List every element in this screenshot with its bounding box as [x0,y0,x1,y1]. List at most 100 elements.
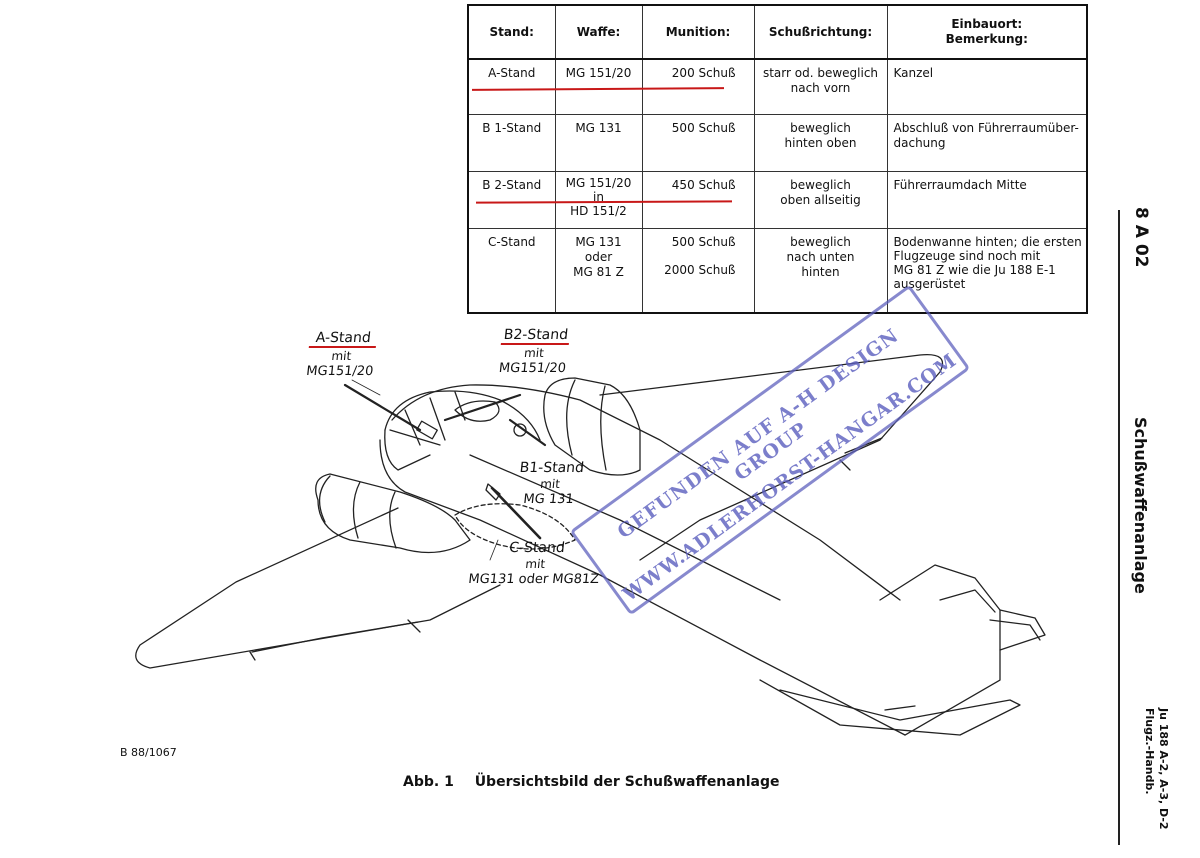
callout-c-gun: MG131 oder MG81Z [467,572,600,587]
header-stand: Stand: [469,6,556,60]
figure-number: Abb. 1 [403,774,454,790]
direction-line: hinten oben [784,135,857,150]
cell-stand: B 1-Stand [469,114,556,172]
callout-b2-name: B2-Stand [500,327,571,345]
leader-line-c [489,539,499,561]
location-line: Kanzel [893,66,934,80]
b1-stand-mount [513,423,527,437]
callout-c-mid: mit [524,557,546,571]
weapon-line: MG 131 [575,234,622,249]
location-line: Führerraumdach Mitte [893,177,1027,192]
cell-ammo: 450 Schuß [642,171,755,229]
location-line: MG 81 Z wie die Ju 188 E-1 [893,262,1056,277]
starboard-engine-nacelle [543,377,641,476]
header-location-line1: Einbauort: [951,17,1023,31]
vertical-stabilizer [879,564,1001,736]
port-aileron [249,651,256,661]
figure-caption: Abb. 1 Übersichtsbild der Schußwaffenanl… [403,774,779,790]
cell-stand: A-Stand [469,59,556,115]
weapons-table: Stand: Waffe: Munition: Schußrichtung: E… [467,4,1088,314]
callout-a-stand: A-Stand mit MG151/20 [305,330,378,380]
stabilizer-tip [999,609,1046,651]
callout-b2-gun: MG151/20 [498,361,567,376]
horizontal-stabilizer [759,679,1021,736]
ammo-line: 500 Schuß [671,234,736,249]
table-row: C-Stand MG 131 oder MG 81 Z 500 Schuß 20… [469,228,1086,312]
cell-ammo: 500 Schuß 2000 Schuß [642,228,755,312]
cell-location: Führerraumdach Mitte [887,171,1086,229]
callout-b2-mid: mit [523,346,545,360]
cell-direction: starr od. beweglich nach vorn [754,59,888,115]
port-engine-nacelle [315,473,471,554]
starboard-wing-detail [839,437,883,471]
direction-line: beweglich [790,234,851,249]
ammo-line: 500 Schuß [671,120,736,135]
location-line: dachung [893,135,946,150]
b1-stand-gun [508,418,547,447]
cell-direction: beweglich hinten oben [754,114,888,172]
cell-weapon: MG 151/20 in HD 151/2 [555,171,643,229]
ventral-gondola-outline [454,503,576,550]
starboard-engine-lines [566,379,607,471]
c-stand-gun [490,486,542,540]
callout-b1-stand: B1-Stand mit MG 131 [515,460,585,508]
a-stand-gun-mount [416,420,438,440]
direction-line: beweglich [790,177,851,192]
canopy-frames [389,391,466,446]
port-wing-tip-line [407,619,421,633]
b2-stand-gun [443,393,522,422]
cockpit-canopy [384,390,541,441]
cell-direction: beweglich nach unten hinten [754,228,888,312]
drawing-reference: B 88/1067 [120,746,177,759]
port-wing [135,507,501,669]
cell-location: Kanzel [887,59,1086,115]
starboard-wing [599,353,944,561]
port-wing-flap [251,621,419,653]
location-line: Abschluß von Führerraumüber- [893,120,1079,135]
a-stand-gun [343,383,422,432]
location-line: Flugzeuge sind noch mit [893,248,1041,263]
tailplane-detail [884,619,1041,711]
header-direction: Schußrichtung: [754,6,888,60]
weapon-line: MG 81 Z [573,264,624,279]
ammo-line: 450 Schuß [671,177,736,192]
rudder-line [939,589,996,613]
fuselage-top [391,384,901,601]
figure-title: Übersichtsbild der Schußwaffenanlage [474,774,780,790]
c-stand-mount [485,483,501,501]
callout-a-mid: mit [330,349,353,363]
cell-weapon: MG 151/20 [555,59,643,115]
direction-line: nach vorn [790,81,851,95]
cell-stand: B 2-Stand [469,171,556,229]
cell-weapon: MG 131 [555,114,643,172]
weapon-line: MG 131 [575,120,622,135]
cell-ammo: 500 Schuß [642,114,755,172]
cell-ammo: 200 Schuß [642,59,755,115]
weapon-line: in [593,189,604,204]
table-header-row: Stand: Waffe: Munition: Schußrichtung: E… [469,6,1086,60]
header-ammo: Munition: [642,6,755,60]
port-engine-cowl [318,475,331,523]
callout-a-gun: MG151/20 [305,364,375,379]
weapon-line: MG 151/20 [565,66,632,80]
header-location-line2: Bemerkung: [945,32,1028,46]
header-location: Einbauort: Bemerkung: [887,6,1086,60]
direction-line: oben allseitig [780,192,861,207]
direction-line: starr od. beweglich [762,66,879,80]
location-line: Bodenwanne hinten; die ersten [893,234,1082,249]
table-row: B 2-Stand MG 151/20 in HD 151/2 450 Schu… [469,171,1086,229]
callout-b2-stand: B2-Stand mit MG151/20 [497,327,571,377]
b2-stand-turret [454,400,500,422]
weapon-line: HD 151/2 [570,203,627,218]
cell-weapon: MG 131 oder MG 81 Z [555,228,643,312]
fuselage-bottom [379,439,906,736]
cell-direction: beweglich oben allseitig [754,171,888,229]
fuselage-spine [469,454,781,601]
port-engine-lines [352,481,397,549]
cell-location: Bodenwanne hinten; die ersten Flugzeuge … [887,228,1086,312]
leader-line-a [351,379,381,396]
table-row: B 1-Stand MG 131 500 Schuß beweglich hin… [469,114,1086,172]
callout-b1-name: B1-Stand [518,460,585,476]
ammo-line: 200 Schuß [671,66,736,80]
